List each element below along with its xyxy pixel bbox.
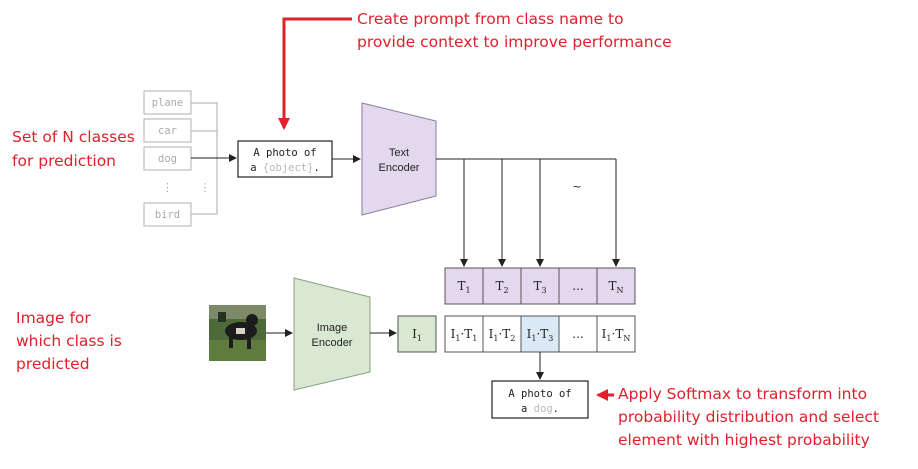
result-object: dog (534, 403, 553, 415)
text-encoder: Text Encoder (361, 102, 437, 216)
svg-text:...: ... (572, 279, 583, 293)
prompt-note-line-1: Create prompt from class name to (357, 10, 624, 28)
svg-text:I1·T2: I1·T2 (489, 327, 516, 343)
image-embedding-i1: I1 (397, 315, 437, 353)
softmax-note-line-1: Apply Softmax to transform into (618, 385, 867, 403)
class-connector-ellipsis: ⋮ (200, 181, 211, 194)
prompt-template-line-2: a {object}. (250, 162, 320, 174)
classes-note-line-2: for prediction (12, 152, 116, 170)
similarity-row: I1·T1 I1·T2 I1·T3 ... I1·TN (444, 315, 636, 353)
text-encoder-label-line-1: Text (389, 147, 409, 159)
input-image-dog (209, 305, 266, 361)
text-embedding-tn: TN (596, 267, 636, 305)
svg-text:T3: T3 (533, 279, 546, 295)
prompt-note-line-2: provide context to improve performance (357, 33, 672, 51)
prompt-annotation-arrow (278, 17, 352, 130)
image-note-line-3: predicted (16, 355, 90, 373)
text-embedding-ellipsis: ... (558, 267, 598, 305)
result-line-2: a dog. (521, 403, 559, 415)
similarity-i1-tn: I1·TN (596, 315, 636, 353)
text-encoder-label-line-2: Encoder (379, 162, 420, 174)
text-embedding-t1: T1 (444, 267, 484, 305)
image-encoder: Image Encoder (293, 277, 371, 391)
class-label-car: car (158, 125, 177, 137)
class-item-dog: dog (143, 146, 192, 171)
image-encoder-label-line-2: Encoder (312, 337, 353, 349)
image-annotation: Image for which class is predicted (16, 309, 122, 373)
prompt-annotation: Create prompt from class name to provide… (278, 10, 672, 130)
text-embedding-t2: T2 (482, 267, 522, 305)
classes-note-line-1: Set of N classes (12, 128, 135, 146)
prompt-template-line-1: A photo of (253, 147, 316, 159)
svg-text:I1·T3: I1·T3 (527, 327, 554, 343)
prompt-template-box: A photo of a {object}. (237, 140, 333, 178)
text-embedding-branches: ~ (436, 158, 620, 267)
text-embedding-t3: T3 (520, 267, 560, 305)
svg-text:...: ... (572, 327, 583, 341)
class-label-bird: bird (155, 209, 180, 221)
svg-text:I1·TN: I1·TN (602, 327, 631, 343)
image-note-line-1: Image for (16, 309, 91, 327)
softmax-note-line-2: probability distribution and select (618, 408, 879, 426)
svg-text:I1: I1 (412, 327, 422, 343)
similarity-i1-t3-highlighted: I1·T3 (520, 315, 560, 353)
class-item-car: car (143, 118, 192, 143)
branch-ellipsis: ~ (572, 180, 581, 193)
svg-text:TN: TN (608, 279, 623, 295)
softmax-note-line-3: element with highest probability (618, 431, 870, 449)
class-label-plane: plane (152, 97, 184, 109)
result-box: A photo of a dog. (491, 380, 589, 419)
text-embedding-row: T1 T2 T3 ... TN (444, 267, 636, 305)
similarity-i1-t2: I1·T2 (482, 315, 522, 353)
class-item-bird: bird (143, 202, 192, 227)
prompt-template-object-placeholder: {object} (263, 162, 314, 174)
class-list-ellipsis: ⋮ (162, 181, 173, 194)
svg-text:I1·T1: I1·T1 (451, 327, 478, 343)
image-note-line-2: which class is (16, 332, 122, 350)
svg-text:T1: T1 (457, 279, 470, 295)
similarity-ellipsis: ... (558, 315, 598, 353)
classes-annotation: Set of N classes for prediction (12, 128, 135, 170)
class-item-plane: plane (143, 90, 192, 115)
result-line-1: A photo of (508, 388, 571, 400)
softmax-annotation: Apply Softmax to transform into probabil… (596, 385, 879, 449)
image-encoder-label-line-1: Image (317, 322, 348, 334)
class-label-dog: dog (158, 153, 177, 165)
similarity-i1-t1: I1·T1 (444, 315, 484, 353)
svg-text:T2: T2 (495, 279, 508, 295)
